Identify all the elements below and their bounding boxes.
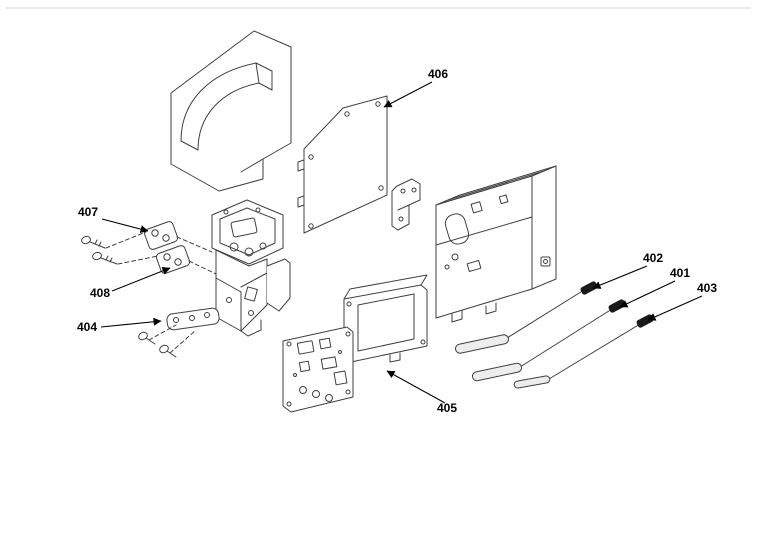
part-label-404: 404 — [77, 320, 97, 334]
control-assembly-drawing — [211, 199, 291, 337]
leader-line-402 — [592, 265, 648, 289]
sensor-402-drawing — [454, 281, 598, 354]
side-panel-drawing — [170, 30, 292, 192]
frame-plate-drawing — [343, 274, 428, 363]
pcb-405-drawing — [282, 326, 354, 413]
sensor-403-drawing — [513, 314, 654, 389]
part-label-403: 403 — [697, 281, 717, 295]
control-box-drawing — [435, 165, 557, 323]
leader-line-403 — [647, 295, 703, 321]
assembly-alignment-lines — [105, 231, 217, 275]
leader-line-405 — [386, 370, 446, 404]
bracket-alignment-lines — [148, 324, 197, 354]
button-407-drawing — [143, 221, 179, 250]
screw-icon — [92, 251, 118, 265]
part-label-402: 402 — [643, 251, 663, 265]
part-label-406: 406 — [428, 67, 448, 81]
leader-line-407 — [101, 218, 149, 233]
part-label-401: 401 — [670, 266, 690, 280]
leader-line-408 — [111, 267, 171, 292]
small-bracket-drawing — [391, 178, 421, 231]
screw-icon — [159, 344, 177, 358]
screw-icon — [138, 331, 156, 345]
part-label-405: 405 — [437, 401, 457, 415]
leader-line-404 — [100, 317, 162, 328]
leader-line-406 — [383, 81, 433, 108]
mounting-plate-406-drawing — [297, 95, 388, 234]
button-408-drawing — [155, 245, 191, 274]
part-label-408: 408 — [90, 286, 110, 300]
screw-icon — [81, 235, 106, 249]
part-label-407: 407 — [78, 205, 98, 219]
leader-line-401 — [619, 280, 676, 308]
bracket-404-drawing — [166, 307, 220, 331]
